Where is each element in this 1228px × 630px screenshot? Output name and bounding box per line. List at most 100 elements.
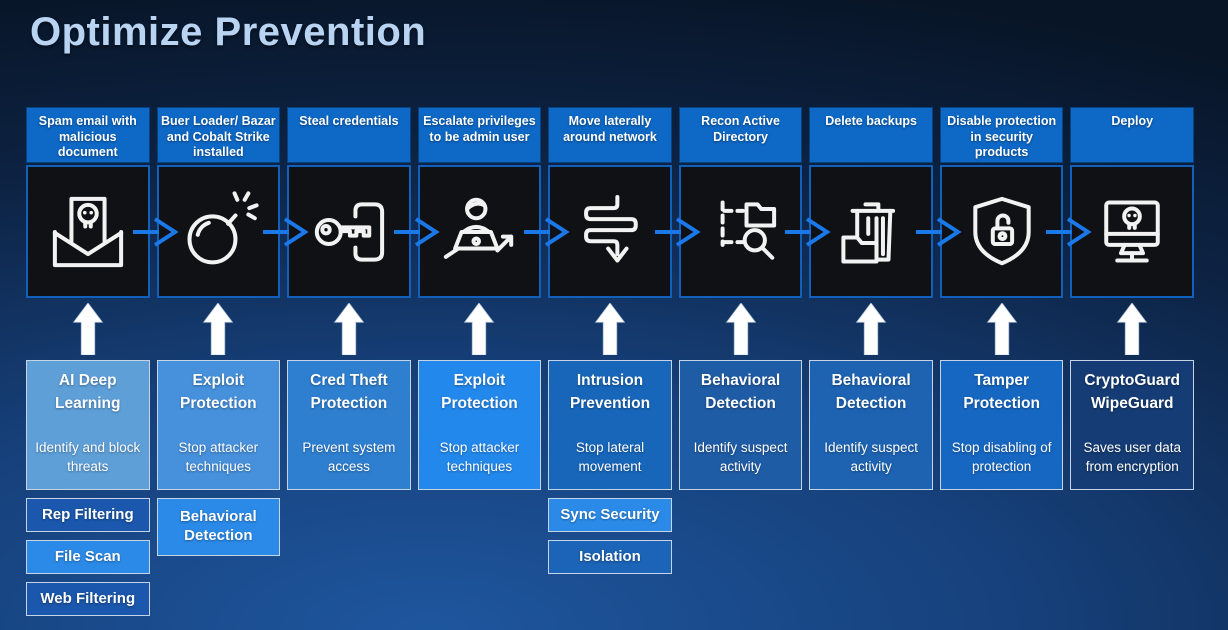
stage-box: Delete backups	[809, 107, 933, 163]
protection-desc: Prevent system access	[302, 439, 396, 475]
up-arrow-zone	[287, 298, 411, 360]
flow-arrow-icon	[263, 216, 309, 247]
stage-label: Deploy	[1111, 114, 1154, 128]
column-move-laterally: Move laterally around network Intrusion …	[524, 107, 672, 616]
protection-desc: Stop disabling of protection	[951, 439, 1052, 475]
stage-label: Disable protection in security products	[947, 114, 1057, 159]
flow-arrow-icon	[1046, 216, 1093, 247]
protection-box: Intrusion Prevention Stop lateral moveme…	[548, 360, 672, 490]
directory-recon-icon	[695, 186, 787, 278]
protection-title: Exploit Protection	[441, 372, 518, 413]
protection-desc: Identify suspect activity	[824, 439, 918, 475]
protection-desc: Saves user data from encryption	[1083, 439, 1181, 475]
icon-box	[1046, 165, 1194, 298]
protection-box: AI Deep Learning Identify and block thre…	[26, 360, 150, 490]
up-arrow-zone	[809, 298, 933, 360]
extra-box: File Scan	[26, 540, 150, 574]
column-steal-credentials: Steal credentials Cred Theft Protection …	[263, 107, 411, 616]
column-delete-backups: Delete backups Behavioral Detection Iden…	[785, 107, 933, 616]
protection-box: Behavioral Detection Identify suspect ac…	[678, 360, 803, 490]
up-arrow-zone	[26, 298, 150, 360]
protection-desc: Identify suspect activity	[693, 439, 788, 475]
up-arrow-zone	[1070, 298, 1194, 360]
up-arrow-icon	[202, 303, 234, 355]
icon-box	[393, 165, 542, 298]
stage-box: Escalate privileges to be admin user	[417, 107, 542, 163]
page-title: Optimize Prevention	[30, 10, 427, 54]
up-arrow-icon	[986, 303, 1018, 355]
stage-box: Spam email with malicious document	[26, 107, 150, 163]
privilege-escalation-icon	[433, 186, 525, 278]
up-arrow-zone	[157, 298, 281, 360]
protection-box: Tamper Protection Stop disabling of prot…	[939, 360, 1064, 490]
column-recon-active-directory: Recon Active Directory Behavioral Detect…	[654, 107, 803, 616]
stage-label: Buer Loader/ Bazar and Cobalt Strike ins…	[161, 114, 276, 159]
protection-title: Intrusion Prevention	[569, 372, 651, 413]
flow-arrow-icon	[132, 216, 179, 247]
up-arrow-icon	[855, 303, 887, 355]
protection-box: CryptoGuard WipeGuard Saves user data fr…	[1070, 360, 1194, 490]
protection-title: Behavioral Detection	[700, 372, 781, 413]
credential-key-icon	[303, 186, 395, 278]
up-arrow-zone	[940, 298, 1064, 360]
stage-box: Deploy	[1070, 107, 1194, 163]
attack-chain: Spam email with malicious document AI De…	[26, 107, 1194, 616]
up-arrow-icon	[464, 303, 495, 355]
extra-label: File Scan	[54, 547, 121, 565]
column-escalate-privileges: Escalate privileges to be admin user Exp…	[393, 107, 542, 616]
protection-title: AI Deep Learning	[55, 372, 121, 413]
icon-box	[26, 165, 150, 298]
up-arrow-icon	[594, 303, 626, 355]
flow-arrow-icon	[524, 216, 570, 247]
stage-label: Move laterally around network	[563, 114, 657, 144]
flow-arrow-icon	[915, 216, 962, 247]
stage-box: Move laterally around network	[548, 107, 672, 163]
protection-title: Behavioral Detection	[831, 372, 911, 413]
up-arrow-icon	[1116, 303, 1148, 355]
flow-arrow-icon	[785, 216, 831, 247]
extra-label: Web Filtering	[40, 589, 136, 607]
icon-box	[524, 165, 672, 298]
extra-label: Rep Filtering	[41, 505, 134, 523]
stage-label: Delete backups	[825, 114, 917, 128]
delete-backups-icon	[825, 186, 917, 278]
stage-label: Recon Active Directory	[701, 114, 780, 144]
protection-box: Behavioral Detection Identify suspect ac…	[809, 360, 933, 490]
icon-box	[263, 165, 411, 298]
icon-box	[654, 165, 803, 298]
protection-desc: Identify and block threats	[35, 439, 141, 475]
protection-box: Exploit Protection Stop attacker techniq…	[417, 360, 542, 490]
up-arrow-zone	[679, 298, 803, 360]
tamper-shield-icon	[956, 186, 1048, 278]
ransomware-deploy-icon	[1086, 186, 1178, 278]
protection-title: Tamper Protection	[963, 372, 1040, 413]
up-arrow-icon	[333, 303, 365, 355]
up-arrow-zone	[548, 298, 672, 360]
stage-label: Steal credentials	[299, 114, 399, 128]
protection-title: Exploit Protection	[180, 372, 257, 413]
protection-desc: Stop lateral movement	[575, 439, 645, 475]
flow-arrow-icon	[393, 216, 440, 247]
stage-label: Spam email with malicious document	[38, 114, 137, 159]
protection-title: CryptoGuard WipeGuard	[1084, 372, 1181, 413]
stage-box: Disable protection in security products	[939, 107, 1064, 163]
column-buer-loader: Buer Loader/ Bazar and Cobalt Strike ins…	[132, 107, 281, 616]
protection-desc: Stop attacker techniques	[178, 439, 259, 475]
up-arrow-icon	[72, 303, 104, 355]
extra-box: Behavioral Detection	[156, 498, 281, 556]
protection-box: Exploit Protection Stop attacker techniq…	[156, 360, 281, 490]
extra-label: Behavioral Detection	[179, 508, 257, 544]
extra-box: Sync Security	[548, 498, 672, 532]
stage-box: Recon Active Directory	[678, 107, 803, 163]
protection-title: Cred Theft Protection	[310, 372, 388, 413]
column-spam-email: Spam email with malicious document AI De…	[26, 107, 150, 616]
extra-box: Isolation	[548, 540, 672, 574]
protection-desc: Stop attacker techniques	[439, 439, 520, 475]
extra-label: Sync Security	[560, 505, 660, 523]
column-deploy: Deploy CryptoGuard WipeGuard Saves user …	[1046, 107, 1194, 616]
bomb-icon	[172, 186, 264, 278]
protection-box: Cred Theft Protection Prevent system acc…	[287, 360, 411, 490]
flow-arrow-icon	[654, 216, 701, 247]
extra-label: Isolation	[579, 547, 641, 565]
lateral-movement-icon	[564, 186, 656, 278]
